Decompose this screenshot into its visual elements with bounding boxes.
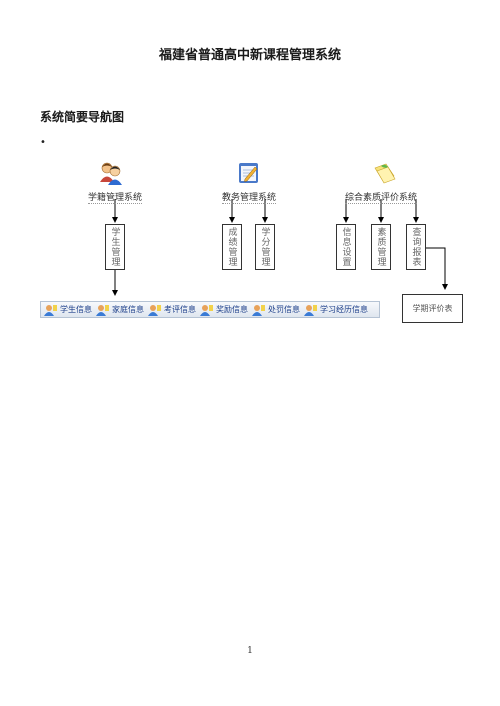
- semester-evaluation-box[interactable]: 学期评价表: [402, 294, 463, 323]
- system-label-evaluation[interactable]: 综合素质评价系统: [344, 193, 417, 204]
- tab-study-history[interactable]: 学习经历信息: [304, 304, 368, 316]
- notepad-pencil-icon: [236, 160, 262, 190]
- user-icon: [252, 304, 265, 316]
- students-icon: [98, 160, 124, 190]
- page-title: 福建省普通高中新课程管理系统: [158, 48, 341, 63]
- tab-family-info[interactable]: 家庭信息: [96, 304, 144, 316]
- page-number: 1: [247, 646, 253, 656]
- tab-student-info[interactable]: 学生信息: [44, 304, 92, 316]
- module-credit-mgmt[interactable]: 学分管理: [255, 224, 275, 270]
- connector-semester: [426, 247, 448, 290]
- student-info-tabbar: 学生信息 家庭信息 考评信息 奖励信息 处罚信息 学习经历信息: [40, 301, 380, 318]
- module-info-setup[interactable]: 信息设置: [336, 224, 356, 270]
- section-heading: 系统简要导航图: [40, 110, 125, 124]
- user-icon: [96, 304, 109, 316]
- system-label-enrollment[interactable]: 学籍管理系统: [87, 193, 142, 204]
- user-icon: [44, 304, 57, 316]
- tab-punishment-info[interactable]: 处罚信息: [252, 304, 300, 316]
- documents-icon: [372, 160, 398, 190]
- user-icon: [304, 304, 317, 316]
- bullet-marker: •: [40, 137, 46, 148]
- module-student-mgmt[interactable]: 学生管理: [105, 224, 125, 270]
- user-icon: [200, 304, 213, 316]
- user-icon: [148, 304, 161, 316]
- module-grade-mgmt[interactable]: 成绩管理: [222, 224, 242, 270]
- system-label-academic[interactable]: 教务管理系统: [221, 193, 276, 204]
- module-query-report[interactable]: 查询报表: [406, 224, 426, 270]
- tab-assessment-info[interactable]: 考评信息: [148, 304, 196, 316]
- module-quality-mgmt[interactable]: 素质管理: [371, 224, 391, 270]
- tab-reward-info[interactable]: 奖励信息: [200, 304, 248, 316]
